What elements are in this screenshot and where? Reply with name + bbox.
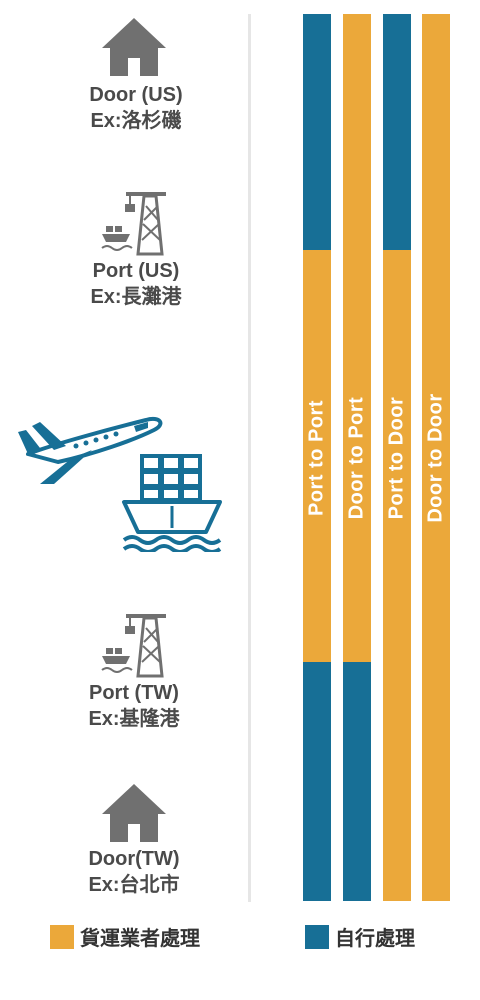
bar-segment	[343, 662, 371, 901]
route-bar-port-to-door: Port to Door	[383, 14, 411, 901]
route-label: Door to Port	[345, 396, 368, 519]
route-label: Door to Door	[424, 392, 447, 523]
route-bar-port-to-port: Port to Port	[303, 14, 331, 901]
legend-label: 貨運業者處理	[80, 928, 200, 950]
bar-segment	[422, 14, 450, 250]
legend-swatch-orange	[50, 924, 74, 949]
legend-forwarder: 貨運業者處理	[50, 922, 200, 951]
node-example: Ex:洛杉磯	[90, 110, 182, 132]
node-title: Port (US)	[92, 260, 180, 282]
legend-swatch-blue	[305, 924, 329, 949]
divider-line	[248, 14, 251, 902]
node-title: Port (TW)	[89, 682, 179, 704]
port-crane-icon	[100, 612, 170, 683]
bar-segment	[343, 14, 371, 250]
bar-segment	[383, 14, 411, 250]
node-title: Door (US)	[89, 84, 183, 106]
route-label: Port to Port	[305, 399, 328, 516]
route-label: Port to Door	[385, 396, 408, 519]
house-icon	[100, 782, 168, 849]
legend-label: 自行處理	[335, 928, 415, 950]
cargo-ship-icon	[120, 452, 224, 557]
bar-segment	[383, 250, 411, 662]
port-crane-icon	[100, 190, 170, 261]
bar-segment	[303, 662, 331, 901]
legend-self: 自行處理	[305, 922, 415, 951]
bar-segment	[383, 662, 411, 901]
node-title: Door(TW)	[88, 848, 180, 870]
route-bar-door-to-door: Door to Door	[422, 14, 450, 901]
node-example: Ex:基隆港	[88, 708, 180, 730]
bar-segment	[343, 250, 371, 662]
node-example: Ex:台北市	[88, 874, 180, 896]
route-bar-door-to-port: Door to Port	[343, 14, 371, 901]
node-example: Ex:長灘港	[90, 286, 182, 308]
airplane-icon	[14, 408, 166, 493]
bar-segment	[422, 662, 450, 901]
bar-segment	[422, 250, 450, 662]
house-icon	[100, 16, 168, 83]
bar-segment	[303, 250, 331, 662]
bar-segment	[303, 14, 331, 250]
